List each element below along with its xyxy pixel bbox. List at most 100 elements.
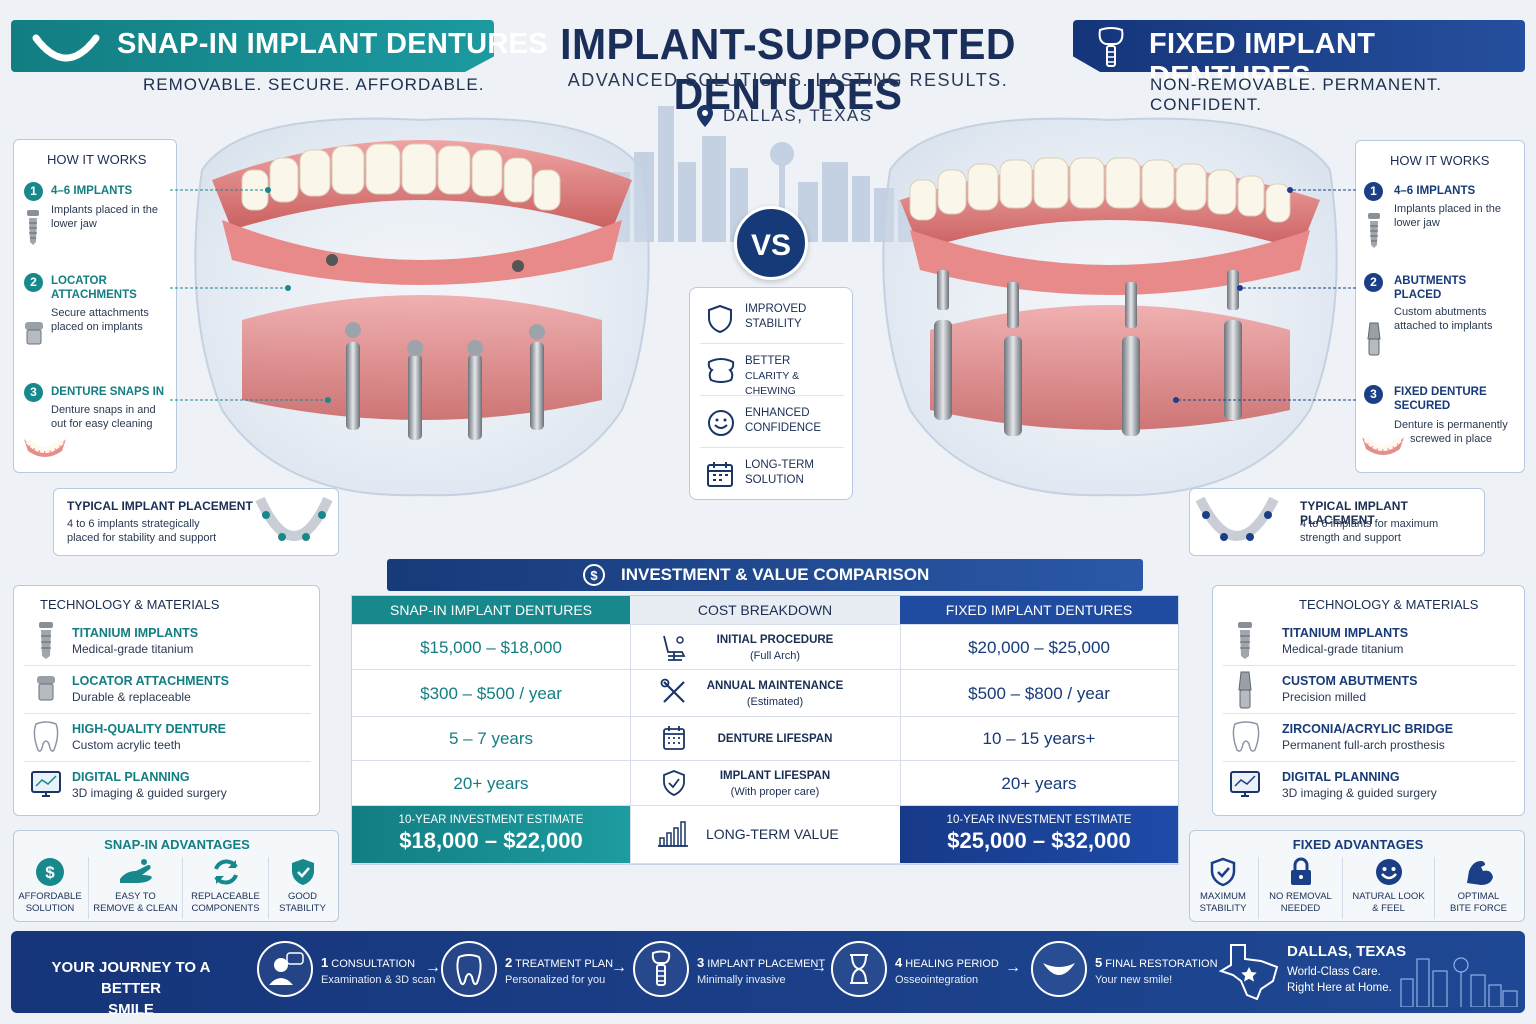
advantages-heading: FIXED ADVANTAGES — [1292, 837, 1424, 852]
tech-title: LOCATOR ATTACHMENTS — [72, 674, 229, 688]
tech-item: LOCATOR ATTACHMENTS Durable & replaceabl… — [24, 666, 311, 714]
titanium-implant-icon — [39, 622, 53, 659]
table-cell-fixed: $500 – $800 / year — [900, 670, 1178, 717]
smile-face-icon — [708, 410, 734, 436]
abutment-icon — [1367, 322, 1381, 356]
snap-in-tagline: REMOVABLE. SECURE. AFFORDABLE. — [143, 75, 485, 94]
tech-item: TITANIUM IMPLANTS Medical-grade titanium — [24, 618, 311, 666]
location-pin-icon — [697, 105, 713, 127]
tech-item: ZIRCONIA/ACRYLIC BRIDGE Permanent full-a… — [1223, 714, 1516, 762]
advantage-item: NATURAL LOOK& FEEL — [1342, 857, 1434, 919]
step-title: 4–6 IMPLANTS — [51, 185, 133, 197]
tech-desc: Precision milled — [1282, 690, 1367, 704]
fixed-header-banner — [1073, 20, 1525, 72]
computer-monitor-icon — [1230, 771, 1260, 797]
tech-item: CUSTOM ABUTMENTS Precision milled — [1223, 666, 1516, 714]
fixed-title: FIXED IMPLANT DENTURES — [1149, 28, 1376, 93]
fixed-tagline: NON-REMOVABLE. PERMANENT. CONFIDENT. — [1150, 75, 1443, 114]
tech-title: TITANIUM IMPLANTS — [1282, 626, 1409, 640]
benefit-line1: ENHANCED — [745, 407, 810, 419]
tooth-icon — [1232, 721, 1260, 752]
table-cell-snap-in: $300 – $500 / year — [352, 670, 630, 717]
how-it-works-heading: HOW IT WORKS — [47, 152, 147, 167]
tech-title: CUSTOM ABUTMENTS — [1282, 674, 1418, 688]
fixed-technology-panel: TECHNOLOGY & MATERIALS TITANIUM IMPLANTS… — [1212, 585, 1525, 816]
table-row-label: DENTURE LIFESPAN — [630, 717, 900, 761]
consultation-icon — [269, 952, 304, 985]
snap-in-how-it-works-panel: HOW IT WORKS 1 4–6 IMPLANTS Implants pla… — [13, 139, 177, 473]
shield-icon — [708, 304, 732, 334]
col-header-cost: COST BREAKDOWN — [630, 596, 900, 625]
strong-arm-icon — [1466, 861, 1493, 885]
step-number: 1 — [1364, 182, 1383, 201]
investment-comparison-table: SNAP-IN IMPLANT DENTURES COST BREAKDOWN … — [351, 595, 1179, 865]
leader-lines — [170, 187, 331, 403]
tech-desc: Medical-grade titanium — [72, 642, 194, 656]
table-cell-fixed: 10 – 15 years+ — [900, 717, 1178, 761]
benefit-line2: SOLUTION — [745, 474, 804, 486]
bar-chart-icon — [658, 821, 688, 847]
dental-chair-icon — [663, 635, 686, 661]
advantages-heading: SNAP-IN ADVANTAGES — [104, 837, 250, 852]
table-row-label: ANNUAL MAINTENANCE(Estimated) — [630, 670, 900, 717]
locator-attachment-icon — [37, 676, 55, 701]
tech-title: ZIRCONIA/ACRYLIC BRIDGE — [1282, 722, 1454, 736]
table-cell-snap-in: 5 – 7 years — [352, 717, 630, 761]
versus-badge: VS — [734, 206, 808, 280]
tech-item: HIGH-QUALITY DENTURE Custom acrylic teet… — [24, 714, 311, 762]
estimate-snap-in: 10-YEAR INVESTMENT ESTIMATE $18,000 – $2… — [352, 806, 630, 864]
svg-text:$: $ — [590, 568, 598, 583]
implant-screw-icon — [27, 210, 39, 245]
fixed-how-it-works-panel: HOW IT WORKS 1 4–6 IMPLANTS Implants pla… — [1355, 140, 1525, 473]
footer-city-desc: World-Class Care.Right Here at Home. — [1287, 966, 1392, 994]
shield-check-icon — [1210, 857, 1236, 887]
implant-tooth-icon — [1098, 27, 1124, 67]
investment-table-header: $ INVESTMENT & VALUE COMPARISON — [387, 559, 1143, 591]
jaw-placement-diagram — [1195, 496, 1279, 541]
table-row-label: IMPLANT LIFESPAN(With proper care) — [630, 761, 900, 806]
tools-icon — [660, 678, 685, 703]
skyline-outline-illustration — [1400, 957, 1518, 1007]
step-number: 1 — [24, 182, 43, 201]
tech-desc: 3D imaging & guided surgery — [72, 786, 227, 800]
table-cell-fixed: $20,000 – $25,000 — [900, 625, 1178, 670]
shield-check-icon — [291, 859, 314, 885]
tech-item: DIGITAL PLANNING 3D imaging & guided sur… — [24, 762, 311, 810]
step-number: 3 — [24, 383, 43, 402]
snap-in-denture-illustration — [194, 117, 650, 497]
technology-heading: TECHNOLOGY & MATERIALS — [1299, 597, 1479, 612]
tech-title: TITANIUM IMPLANTS — [72, 626, 199, 640]
shield-check-icon — [663, 770, 685, 796]
estimate-label: LONG-TERM VALUE — [630, 806, 900, 864]
titanium-implant-icon — [1238, 622, 1252, 659]
computer-monitor-icon — [31, 771, 61, 797]
step-number: 2 — [1364, 273, 1383, 292]
table-row-label: INITIAL PROCEDURE(Full Arch) — [630, 625, 900, 670]
tech-desc: Permanent full-arch prosthesis — [1282, 738, 1445, 752]
tech-title: DIGITAL PLANNING — [1282, 770, 1400, 784]
snap-in-placement-box: TYPICAL IMPLANT PLACEMENT 4 to 6 implant… — [53, 488, 339, 556]
leader-lines — [1173, 187, 1356, 403]
fixed-placement-box: TYPICAL IMPLANT PLACEMENT 4 to 6 implant… — [1189, 488, 1485, 556]
fixed-denture-illustration — [882, 117, 1338, 497]
teeth-icon — [707, 358, 735, 383]
estimate-fixed: 10-YEAR INVESTMENT ESTIMATE $25,000 – $3… — [900, 806, 1178, 864]
